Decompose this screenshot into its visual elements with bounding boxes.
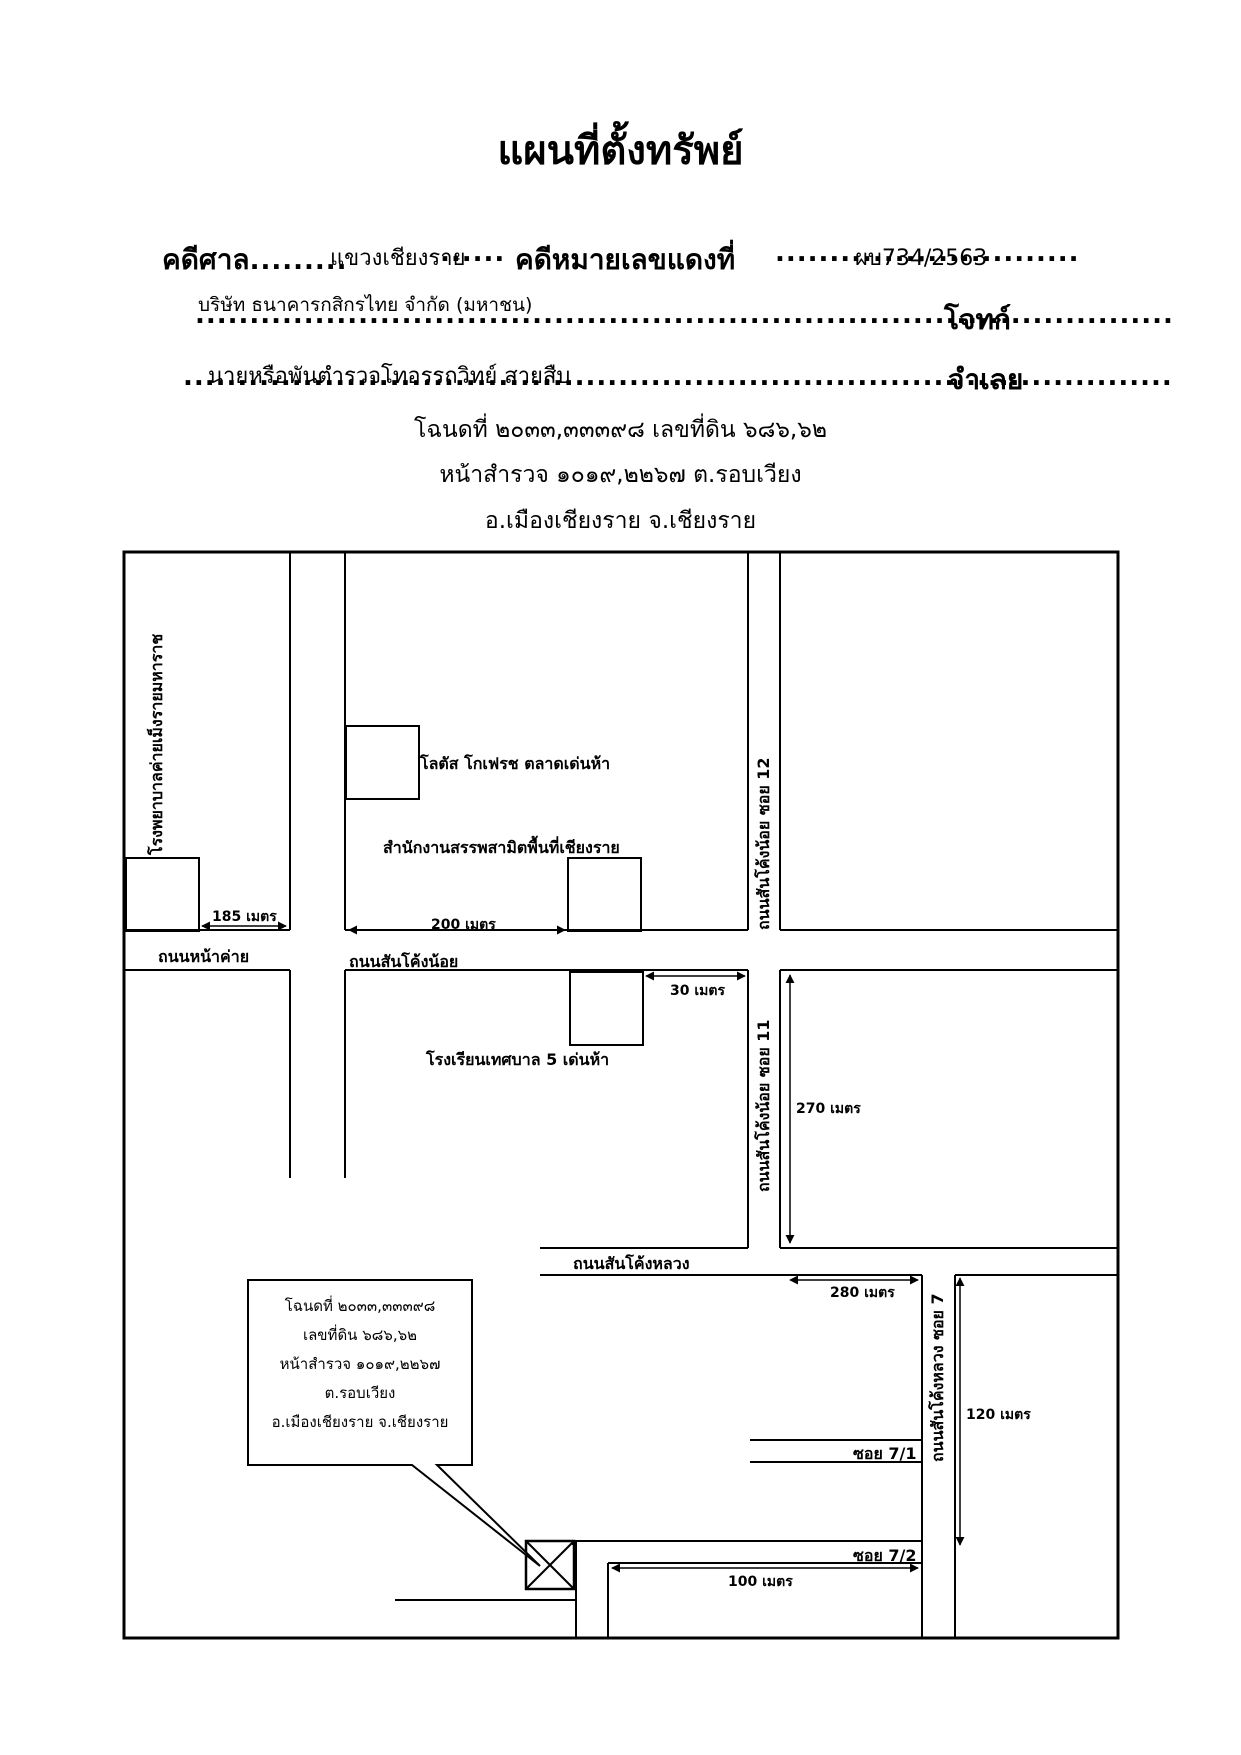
case-value: ผบ734/2563 bbox=[855, 246, 988, 271]
callout-line: เลขที่ดิน ๖๘๖,๖๒ bbox=[302, 1326, 418, 1344]
school-building bbox=[569, 971, 644, 1046]
page-title: แผนที่ตั้งทรัพย์ bbox=[497, 128, 744, 174]
label-road-san-khong-luang: ถนนสันโค้งหลวง bbox=[573, 1254, 690, 1273]
label-road-soi-7: ถนนสันโค้งหลวง ซอย 7 bbox=[928, 1293, 947, 1462]
case-label: คดีหมายเลขแดงที่ bbox=[515, 243, 736, 276]
callout-line: ต.รอบเวียง bbox=[324, 1384, 396, 1402]
callout-text: โฉนดที่ ๒๐๓๓,๓๓๓๙๘ เลขที่ดิน ๖๘๖,๖๒ หน้า… bbox=[248, 1282, 472, 1466]
court-value: แขวงเชียงราย bbox=[330, 246, 466, 271]
distance-270: 270 เมตร bbox=[796, 1101, 861, 1117]
distance-185: 185 เมตร bbox=[212, 909, 277, 925]
excise-building bbox=[567, 857, 642, 932]
label-lotus: โลตัส โกเฟรช ตลาดเด่นห้า bbox=[420, 754, 611, 773]
lotus-building bbox=[345, 725, 420, 800]
distance-30: 30 เมตร bbox=[670, 983, 725, 999]
label-excise: สำนักงานสรรพสามิตพื้นที่เชียงราย bbox=[383, 838, 620, 857]
plaintiff-label: โจทก์ bbox=[944, 303, 1011, 336]
distance-100: 100 เมตร bbox=[728, 1574, 793, 1590]
label-soi-7-1: ซอย 7/1 bbox=[853, 1444, 917, 1463]
court-label: คดีศาล bbox=[162, 243, 250, 276]
label-road-soi-11: ถนนสันโค้งน้อย ซอย 11 bbox=[754, 1019, 773, 1192]
callout-line: หน้าสำรวจ ๑๐๑๙,๒๒๖๗ bbox=[279, 1355, 441, 1373]
property-marker bbox=[524, 1539, 576, 1591]
label-road-san-khong-noi: ถนนสันโค้งน้อย bbox=[349, 952, 459, 971]
map-frame bbox=[122, 550, 1120, 1640]
label-soi-7-2: ซอย 7/2 bbox=[853, 1546, 917, 1565]
hospital-building bbox=[125, 857, 200, 932]
label-school: โรงเรียนเทศบาล 5 เด่นห้า bbox=[426, 1050, 610, 1069]
label-road-soi-12: ถนนสันโค้งน้อย ซอย 12 bbox=[754, 757, 773, 930]
court-line: คดีศาล......... bbox=[162, 243, 348, 276]
plaintiff-value: บริษัท ธนาคารกสิกรไทย จำกัด (มหาชน) bbox=[198, 294, 533, 316]
callout-line: อ.เมืองเชียงราย จ.เชียงราย bbox=[271, 1413, 449, 1431]
distance-280: 280 เมตร bbox=[830, 1285, 895, 1301]
distance-120: 120 เมตร bbox=[966, 1407, 1031, 1423]
defendant-label: จำเลย bbox=[948, 363, 1024, 396]
deed-line-3: อ.เมืองเชียงราย จ.เชียงราย bbox=[484, 508, 757, 534]
property-callout bbox=[247, 1279, 541, 1567]
distance-200: 200 เมตร bbox=[431, 917, 496, 933]
deed-line-1: โฉนดที่ ๒๐๓๓,๓๓๓๙๘ เลขที่ดิน ๖๘๖,๖๒ bbox=[413, 417, 827, 443]
deed-line-2: หน้าสำรวจ ๑๐๑๙,๒๒๖๗ ต.รอบเวียง bbox=[439, 462, 802, 488]
defendant-value: นายหรือพันตำรวจโทอรรถวิทย์ สายสืบ bbox=[208, 364, 571, 389]
label-hospital: โรงพยาบาลค่ายเม็งรายมหาราช bbox=[147, 633, 166, 855]
callout-line: โฉนดที่ ๒๐๓๓,๓๓๓๙๘ bbox=[284, 1297, 436, 1315]
label-road-na-khai: ถนนหน้าค่าย bbox=[158, 947, 250, 966]
